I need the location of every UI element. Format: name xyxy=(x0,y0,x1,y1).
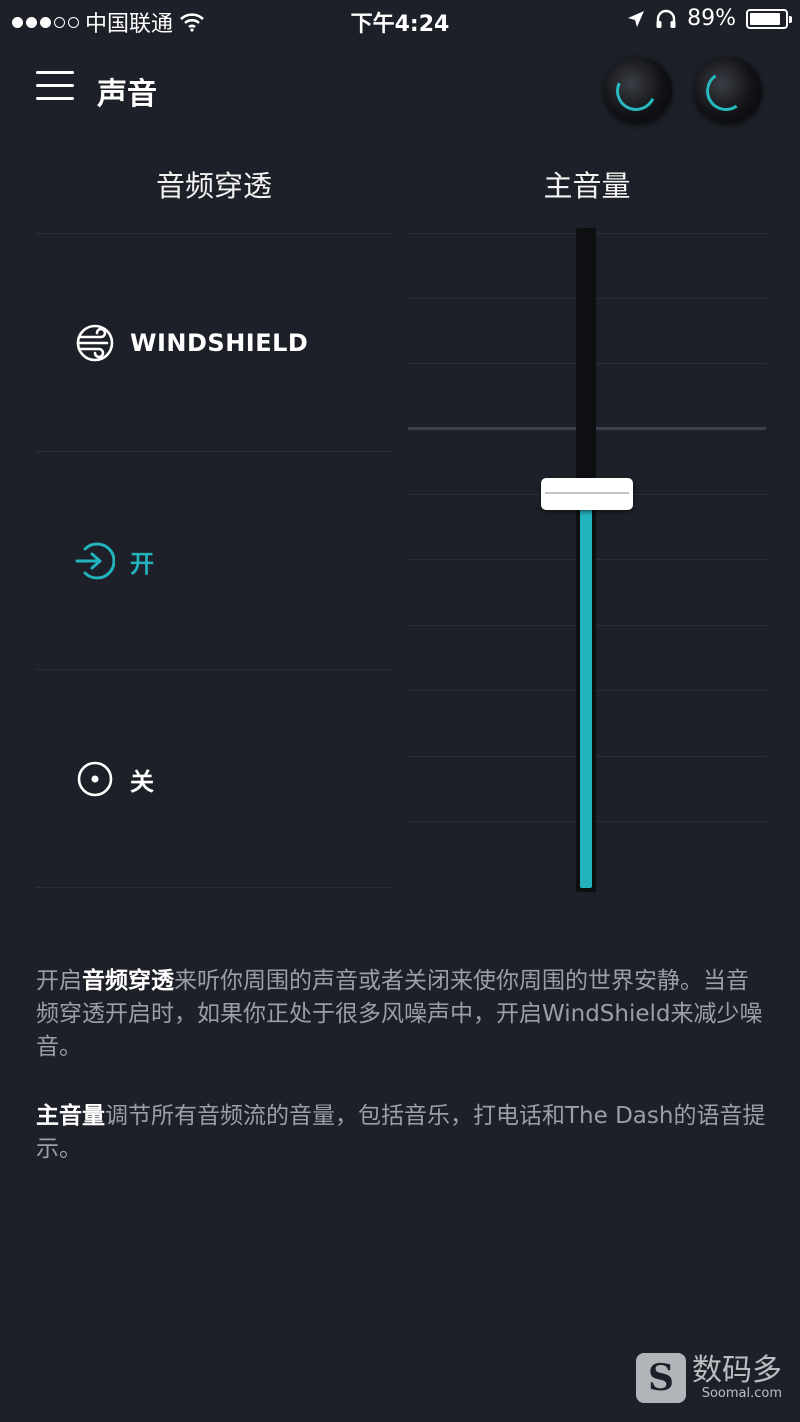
menu-button[interactable] xyxy=(36,71,74,103)
page-title: 声音 xyxy=(97,77,157,112)
app-header: 声音 xyxy=(0,55,800,125)
divider xyxy=(36,451,392,452)
divider xyxy=(36,669,392,670)
status-right: 89% xyxy=(627,6,792,31)
divider xyxy=(36,233,392,234)
option-on[interactable]: 开 xyxy=(36,511,392,611)
desc-prefix: 开启 xyxy=(36,968,82,994)
watermark-name: 数码多 xyxy=(692,1353,782,1388)
right-earbud-icon[interactable] xyxy=(694,57,762,123)
headphones-icon xyxy=(656,9,676,28)
desc-bold-volume: 主音量 xyxy=(36,1103,105,1129)
wifi-icon xyxy=(180,13,204,32)
volume-description: 主音量调节所有音频流的音量，包括音乐，打电话和The Dash的语音提示。 xyxy=(36,1100,766,1166)
transparency-description: 开启音频穿透来听你周围的声音或者关闭来使你周围的世界安静。当音频穿透开启时，如果… xyxy=(36,965,766,1064)
volume-slider-track[interactable] xyxy=(576,228,596,892)
status-time: 下午4:24 xyxy=(350,12,450,37)
radio-off-icon xyxy=(74,758,116,800)
option-windshield[interactable]: WINDSHIELD xyxy=(36,293,392,393)
option-label: WINDSHIELD xyxy=(130,329,309,357)
desc-bold-transparency: 音频穿透 xyxy=(82,968,174,994)
carrier-label: 中国联通 xyxy=(85,12,174,37)
watermark-url: Soomal.com xyxy=(701,1386,782,1401)
option-label: 关 xyxy=(130,767,155,796)
wind-icon xyxy=(74,322,116,364)
transparency-column-title: 音频穿透 xyxy=(155,169,272,203)
volume-slider-fill xyxy=(580,493,592,888)
transparency-on-icon xyxy=(74,540,116,582)
location-arrow-icon xyxy=(628,10,645,27)
option-label: 开 xyxy=(130,549,155,578)
watermark: S 数码多 Soomal.com xyxy=(636,1353,782,1403)
status-bar: 中国联通 下午4:24 89% xyxy=(0,0,800,42)
watermark-logo-icon: S xyxy=(636,1353,686,1403)
divider xyxy=(36,887,392,888)
signal-strength-icon xyxy=(12,16,79,28)
hamburger-menu-icon xyxy=(36,71,74,74)
left-earbud-icon[interactable] xyxy=(604,57,672,123)
battery-icon xyxy=(746,8,792,29)
status-left: 中国联通 xyxy=(12,6,205,38)
battery-fill xyxy=(750,12,781,25)
battery-percent: 89% xyxy=(687,6,736,31)
desc-text: 调节所有音频流的音量，包括音乐，打电话和The Dash的语音提示。 xyxy=(36,1103,766,1162)
volume-slider-handle[interactable] xyxy=(541,477,633,510)
desc-text: 来听你周围的声音或者关闭来使你周围的世界安静。当音频穿透开启时，如果你正处于很多… xyxy=(36,968,763,1060)
volume-column-title: 主音量 xyxy=(543,169,631,203)
option-off[interactable]: 关 xyxy=(36,729,392,829)
